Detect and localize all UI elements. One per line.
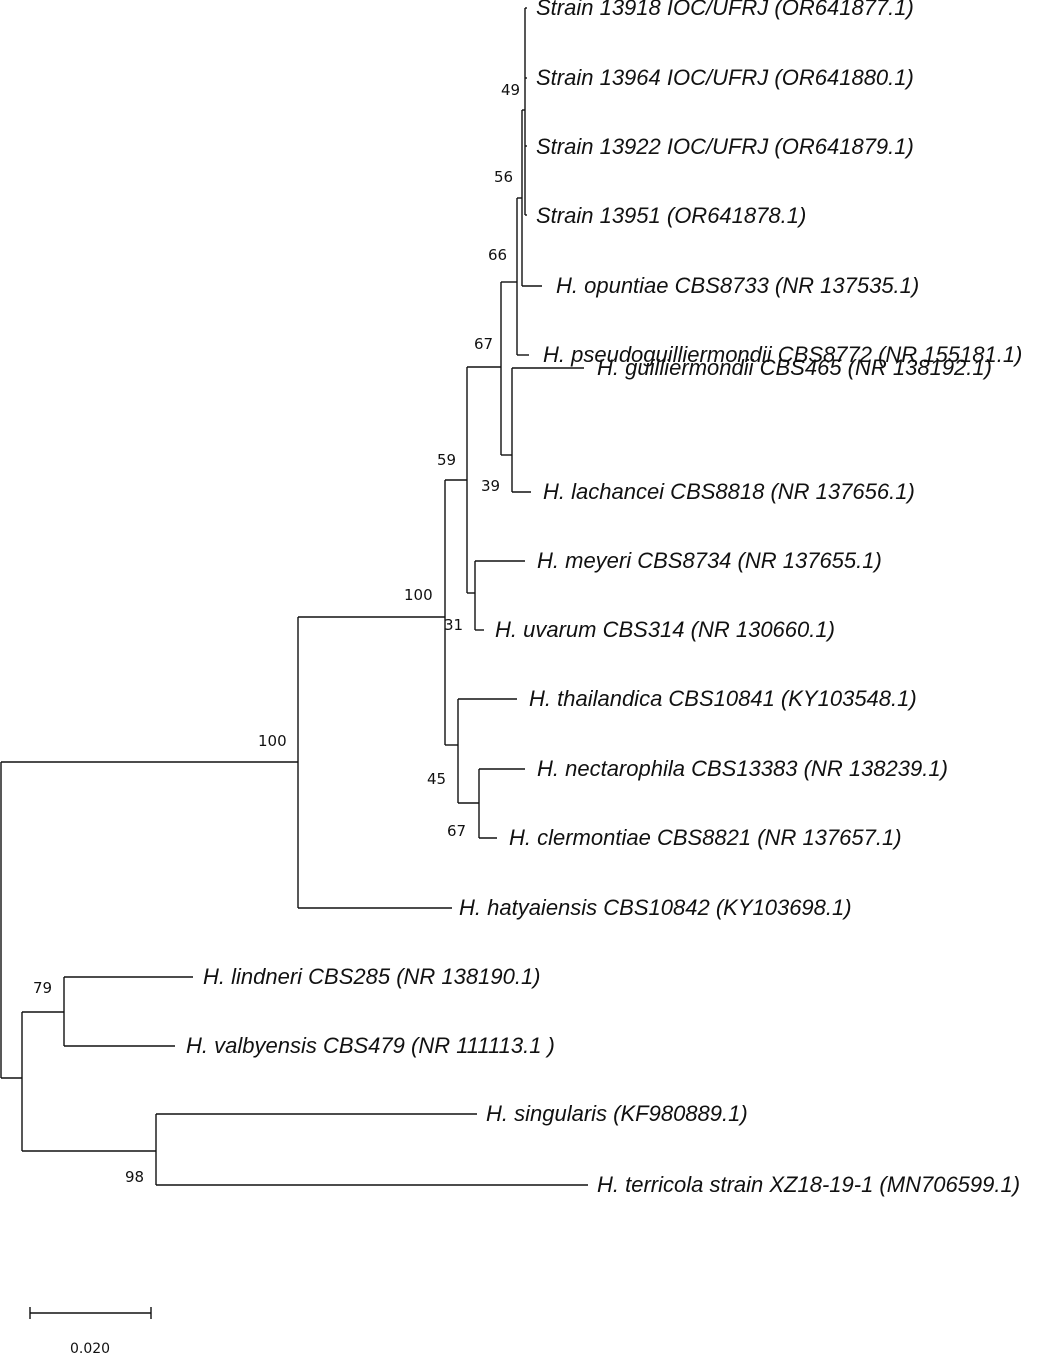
taxon-label: H. nectarophila CBS13383 (NR 138239.1) (537, 756, 948, 781)
bootstrap-value: 67 (474, 335, 493, 353)
taxon-label: H. pseudoguilliermondii CBS8772 (NR 1551… (543, 342, 1022, 367)
bootstrap-value: 56 (494, 168, 513, 186)
scale-bar-line (29, 1307, 152, 1319)
tree-branches (0, 7, 588, 1186)
taxon-label: H. lachancei CBS8818 (NR 137656.1) (543, 479, 915, 504)
taxon-label: H. opuntiae CBS8733 (NR 137535.1) (556, 273, 919, 298)
taxon-label: H. terricola strain XZ18-19-1 (MN706599.… (597, 1172, 1020, 1197)
taxon-label: Strain 13918 IOC/UFRJ (OR641877.1) (536, 0, 914, 20)
bootstrap-value: 49 (501, 81, 520, 99)
bootstrap-value: 98 (125, 1168, 144, 1186)
bootstrap-value: 100 (258, 732, 287, 750)
taxon-label: Strain 13951 (OR641878.1) (536, 203, 806, 228)
bootstrap-values: 49 56 66 67 59 39 100 31 45 67 100 79 98 (33, 81, 520, 1186)
taxon-labels: Strain 13918 IOC/UFRJ (OR641877.1) Strai… (186, 0, 1022, 1197)
taxon-label: H. clermontiae CBS8821 (NR 137657.1) (509, 825, 902, 850)
scale-bar-label: 0.020 (70, 1341, 110, 1357)
taxon-label: Strain 13922 IOC/UFRJ (OR641879.1) (536, 134, 914, 159)
bootstrap-value: 31 (444, 616, 463, 634)
taxon-label: H. singularis (KF980889.1) (486, 1101, 748, 1126)
bootstrap-value: 79 (33, 979, 52, 997)
bootstrap-value: 59 (437, 451, 456, 469)
bootstrap-value: 100 (404, 586, 433, 604)
bootstrap-value: 39 (481, 477, 500, 495)
bootstrap-value: 45 (427, 770, 446, 788)
taxon-label: H. lindneri CBS285 (NR 138190.1) (203, 964, 541, 989)
bootstrap-value: 67 (447, 822, 466, 840)
taxon-label: H. thailandica CBS10841 (KY103548.1) (529, 686, 917, 711)
taxon-label: H. meyeri CBS8734 (NR 137655.1) (537, 548, 882, 573)
taxon-label: H. uvarum CBS314 (NR 130660.1) (495, 617, 835, 642)
taxon-label: Strain 13964 IOC/UFRJ (OR641880.1) (536, 65, 914, 90)
bootstrap-value: 66 (488, 246, 507, 264)
scale-bar: 0.020 (29, 1307, 152, 1357)
taxon-label: H. hatyaiensis CBS10842 (KY103698.1) (459, 895, 852, 920)
taxon-label: H. guilliermondii CBS465 (NR 138192.1) (597, 355, 992, 380)
taxon-label: H. valbyensis CBS479 (NR 111113.1 ) (186, 1033, 555, 1058)
